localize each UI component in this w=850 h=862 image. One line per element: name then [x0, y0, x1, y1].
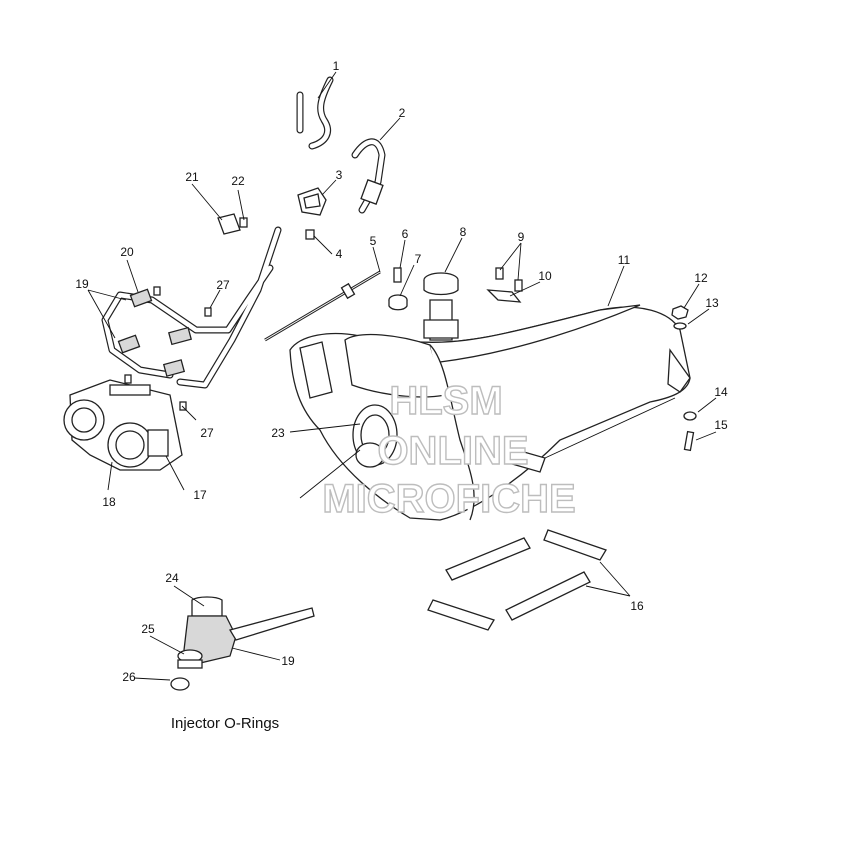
callout-1: 1	[333, 59, 340, 73]
filler-neck-cap	[423, 272, 459, 341]
callout-labels: 1 2 3 4 5 6 7 8 9 10 11 12 13 14 15 16 1…	[75, 59, 728, 684]
callout-27b: 27	[200, 426, 214, 440]
fittings-9	[495, 267, 523, 292]
callout-4: 4	[336, 247, 343, 261]
callout-5: 5	[370, 234, 377, 248]
washer-14	[683, 411, 697, 421]
callout-19b: 19	[281, 654, 295, 668]
callout-14: 14	[714, 385, 728, 399]
callout-23: 23	[271, 426, 285, 440]
callout-26: 26	[122, 670, 136, 684]
callout-6: 6	[402, 227, 409, 241]
callout-9: 9	[518, 230, 525, 244]
watermark: HLSM ONLINE MICROFICHE	[322, 378, 577, 521]
callout-2: 2	[399, 106, 406, 120]
callout-25: 25	[141, 622, 155, 636]
fuel-pump-ring	[352, 404, 398, 468]
callout-21: 21	[185, 170, 199, 184]
watermark-line-2: ONLINE	[377, 429, 528, 473]
callout-17: 17	[193, 488, 207, 502]
callout-24: 24	[165, 571, 179, 585]
nut-12	[671, 305, 689, 320]
watermark-line-3: MICROFICHE	[322, 477, 575, 521]
bolt-15	[683, 430, 695, 452]
injector-detail	[170, 596, 315, 691]
callout-12: 12	[694, 271, 708, 285]
screw-4	[305, 229, 315, 240]
clamp-21	[217, 213, 241, 235]
fuel-hose-1	[296, 76, 334, 150]
callout-15: 15	[714, 418, 728, 432]
callout-13: 13	[705, 296, 719, 310]
callout-7: 7	[415, 252, 422, 266]
grommet-7	[388, 294, 408, 311]
callout-3: 3	[336, 168, 343, 182]
callout-20: 20	[120, 245, 134, 259]
fuel-tank	[289, 304, 691, 521]
callout-10: 10	[538, 269, 552, 283]
tank-pads-16	[427, 529, 607, 631]
watermark-line-1: HLSM	[389, 379, 502, 423]
callout-27a: 27	[216, 278, 230, 292]
callout-11: 11	[618, 253, 631, 267]
callout-16: 16	[630, 599, 644, 613]
callout-22: 22	[231, 174, 245, 188]
vent-hose-5	[264, 270, 381, 342]
fuel-rail-harness	[101, 226, 282, 411]
injector-caption: Injector O-Rings	[171, 715, 279, 732]
fitting-6	[393, 267, 402, 283]
clip-10	[486, 289, 522, 303]
fuel-hose-2	[351, 138, 386, 214]
callout-8: 8	[460, 225, 467, 239]
throttle-body	[63, 379, 183, 471]
bracket-3	[297, 187, 327, 216]
callout-18: 18	[102, 495, 116, 509]
callout-19a: 19	[75, 277, 89, 291]
washer-13	[673, 322, 687, 330]
leader-lines	[87, 71, 717, 681]
